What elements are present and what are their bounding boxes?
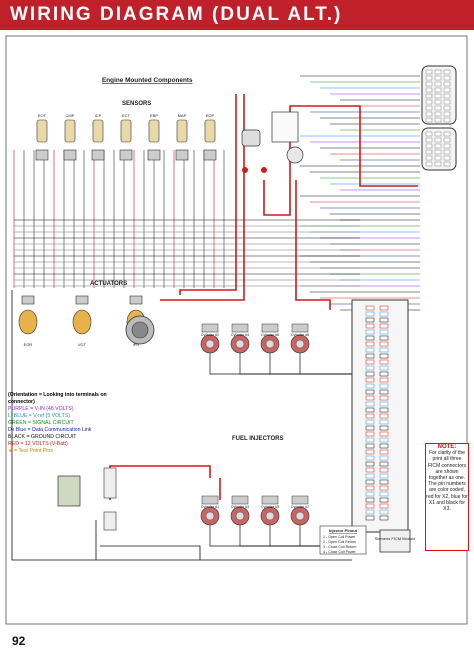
sensor-cmp: CMP xyxy=(63,113,77,161)
wiring-diagram: Engine Mounted Components SENSORS EOT CMP… xyxy=(5,35,468,625)
legend-heading: (Orientation = Looking into terminals on… xyxy=(8,392,107,405)
left-harness xyxy=(13,150,360,288)
injector-label: Cylinder #7 xyxy=(291,505,309,509)
injector-label: Cylinder #8 xyxy=(291,333,309,337)
sensor-ect: ECT xyxy=(119,113,133,161)
actuators-group: EGR VGT IPR xyxy=(18,295,155,347)
pinout-title: Injector Pinout xyxy=(329,528,358,533)
sensor-label: EOT xyxy=(38,113,47,118)
pinout-line-2: 2 - Open Coil Return xyxy=(323,540,356,544)
page-title: WIRING DIAGRAM (DUAL ALT.) xyxy=(10,4,343,25)
injector-pinout-box: Injector Pinout 1 - Open Coil Power 2 - … xyxy=(319,525,367,555)
title-banner: WIRING DIAGRAM (DUAL ALT.) xyxy=(0,0,474,30)
ficm-module: Siemens FICM Module xyxy=(351,299,416,553)
injector: Cylinder #4 xyxy=(230,323,352,375)
injector-label: Cylinder #1 xyxy=(201,505,219,509)
injectors-bottom: Cylinder #1 Cylinder #3 Cylinder #5 Cylinde… xyxy=(200,495,352,547)
legend-star-note: ★ = Test Point Pins xyxy=(8,448,53,454)
injectors-top: Cylinder #2 Cylinder #4 Cylinder #6 Cylinde… xyxy=(200,323,352,375)
sensors-group: EOT CMP ICP ECT EBP MAP EOP xyxy=(35,113,217,161)
sensor-label: EOP xyxy=(206,113,215,118)
sensor-label: MAP xyxy=(178,113,187,118)
injector: Cylinder #8 xyxy=(290,323,352,375)
page-number: 92 xyxy=(12,634,26,648)
injector-label: Cylinder #4 xyxy=(231,333,249,337)
engine-mounted-label: Engine Mounted Components xyxy=(102,77,193,84)
legend-item-green: GREEN = SIGNAL CIRCUIT xyxy=(8,420,74,426)
injector-label: Cylinder #2 xyxy=(201,333,219,337)
pinout-line-1: 1 - Open Coil Power xyxy=(323,535,356,539)
ficm-label: Siemens FICM Module xyxy=(375,536,416,541)
note-box: NOTE: For clarity of the print all three… xyxy=(425,443,469,551)
note-heading: NOTE: xyxy=(437,444,457,450)
injector: Cylinder #7 xyxy=(290,495,352,547)
sensor-eop: EOP xyxy=(203,113,217,161)
injector-label: Cylinder #5 xyxy=(261,505,279,509)
injector: Cylinder #3 xyxy=(230,495,352,547)
actuator-label: VGT xyxy=(78,342,87,347)
pcm-connector xyxy=(421,65,457,171)
sensor-label: ECT xyxy=(122,113,131,118)
ground-wires xyxy=(11,290,352,561)
glow-plug-relay xyxy=(57,467,117,531)
legend-item-red: RED = 12 VOLTS (V-Batt) xyxy=(8,441,68,447)
actuator-label: EGR xyxy=(24,342,33,347)
actuator-label: IPR xyxy=(133,342,140,347)
legend-item-black: BLACK = GROUND CIRCUIT xyxy=(8,434,77,440)
sensor-label: EBP xyxy=(150,113,158,118)
actuator-vgt: VGT xyxy=(72,295,92,347)
sensor-label: ICP xyxy=(95,113,102,118)
power-wires xyxy=(109,94,418,500)
sensor-ebp: EBP xyxy=(147,113,161,161)
sensor-label: CMP xyxy=(66,113,75,118)
alternator-block xyxy=(241,111,304,173)
sensor-eot: EOT xyxy=(35,113,49,161)
actuators-label: ACTUATORS xyxy=(90,281,127,287)
legend-item-darkblue: Dk Blue = Data Communication Link xyxy=(8,427,92,433)
injector-label: Cylinder #6 xyxy=(261,333,279,337)
legend-item-lightblue: Lt BLUE = V-ref (5 VOLTS) xyxy=(8,413,71,419)
color-legend: (Orientation = Looking into terminals on… xyxy=(8,392,112,455)
pinout-line-3: 3 - Close Coil Return xyxy=(323,545,356,549)
sensor-icp: ICP xyxy=(91,113,105,161)
injector-label: Cylinder #3 xyxy=(231,505,249,509)
sensors-label: SENSORS xyxy=(122,101,151,107)
legend-item-purple: PURPLE = V-IN (48 VOLTS) xyxy=(8,406,74,412)
fuel-injectors-label: FUEL INJECTORS xyxy=(232,436,283,442)
note-body: For clarity of the print all three FICM … xyxy=(426,450,468,513)
injector: Cylinder #2 xyxy=(200,323,352,375)
sensor-map: MAP xyxy=(175,113,189,161)
star-icon: ★ xyxy=(8,448,13,454)
actuator-egr: EGR xyxy=(18,295,38,347)
pinout-line-4: 4 - Close Coil Power xyxy=(323,550,357,554)
